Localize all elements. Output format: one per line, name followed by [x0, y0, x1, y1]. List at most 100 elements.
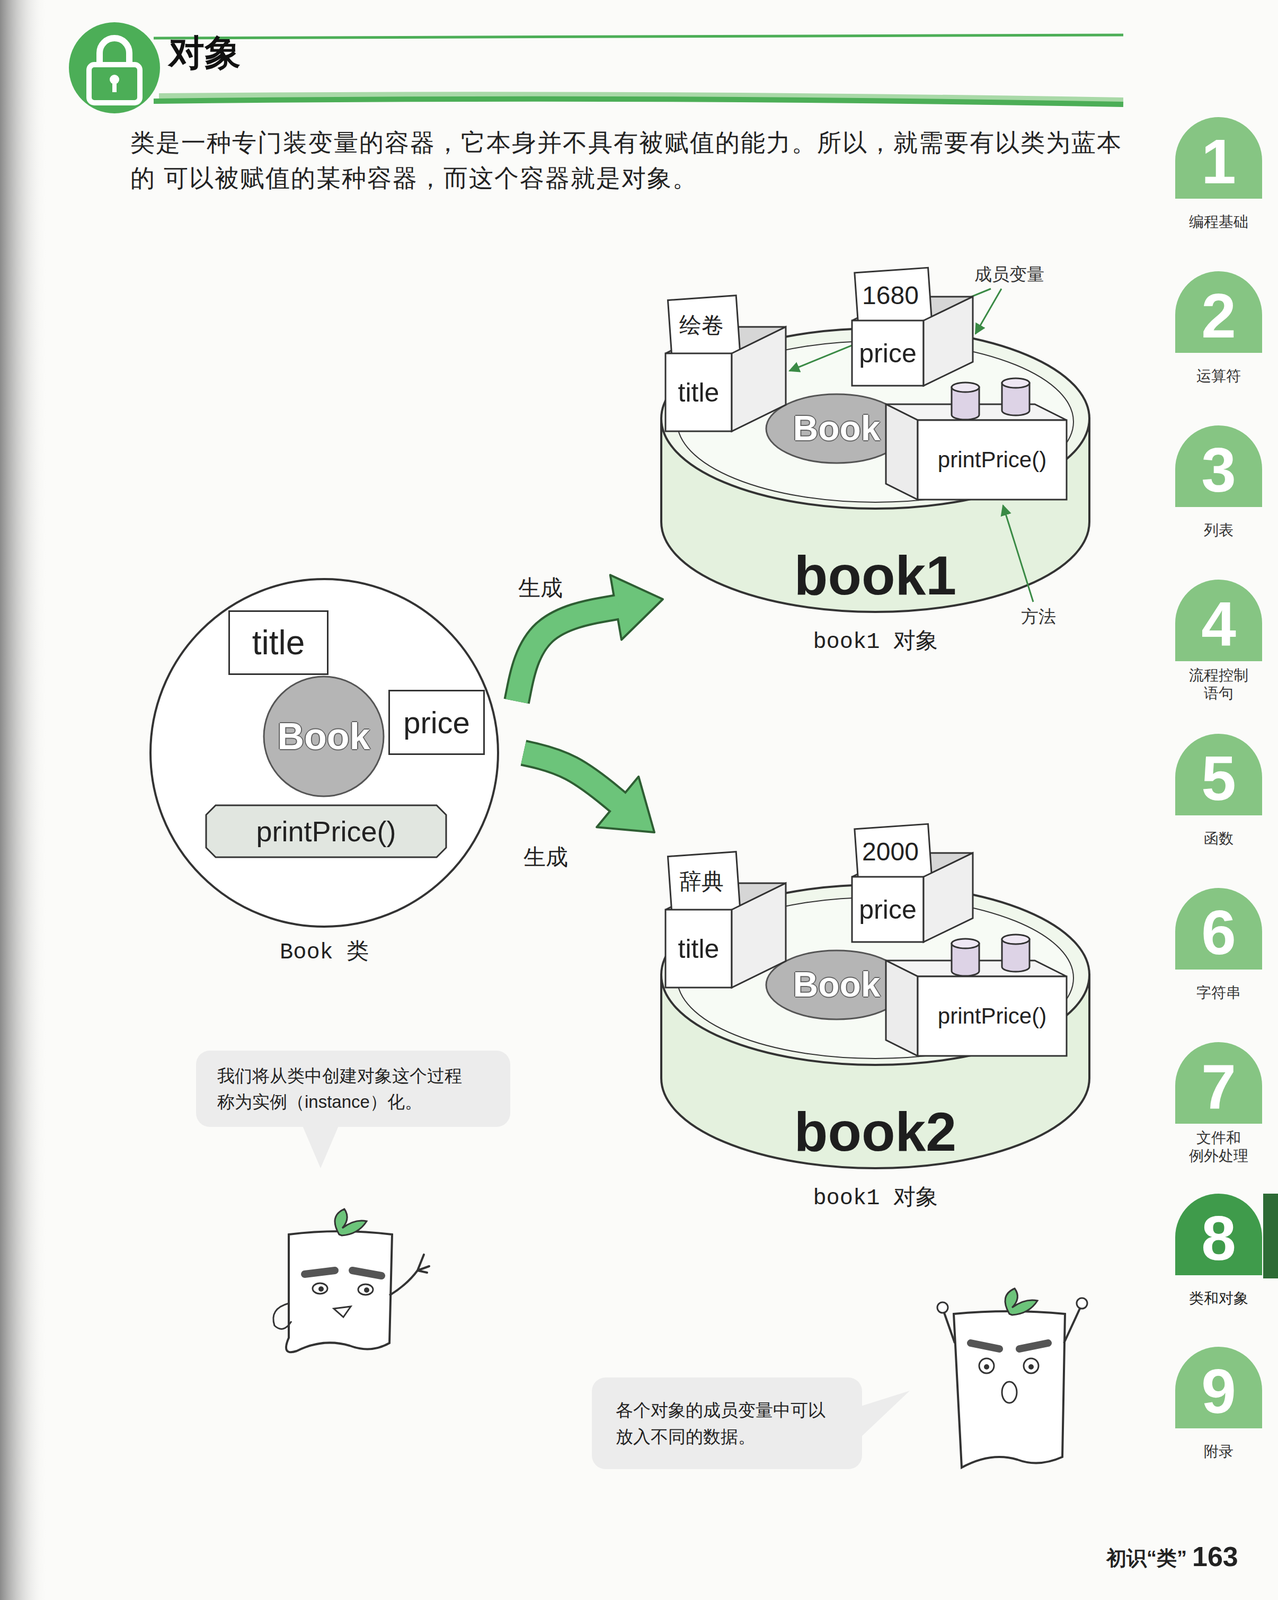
text-slot: 方法 — [1012, 604, 1065, 630]
box-side — [885, 404, 918, 500]
disc-top — [661, 884, 1090, 1065]
mascot-arm — [389, 1270, 418, 1296]
text-slot: 2 — [1175, 278, 1263, 353]
annotation: 成员变量 — [974, 263, 1045, 286]
text-slot: 字符串 — [1175, 972, 1263, 1014]
node-text: title — [678, 376, 720, 409]
member-variable-box: 2000price — [852, 826, 973, 943]
text-slot: price — [852, 320, 924, 386]
member-variable-box: 1680price — [852, 270, 973, 386]
text-slot: book1 对象 — [653, 625, 1098, 659]
node-text: 函数 — [1203, 829, 1234, 848]
text-slot: title — [665, 353, 732, 432]
speech-bubble-outline — [196, 1050, 511, 1127]
disc-top — [661, 328, 1090, 509]
node-text: Book — [277, 714, 371, 759]
mascot-pupil — [983, 1364, 990, 1370]
node-text: book1 — [794, 545, 957, 606]
text-slot: 类是一种专门装变量的容器，它本身并不具有被赋值的能力。所以，就需要有以类为蓝本的… — [130, 125, 1143, 205]
tab-shape — [1175, 1346, 1263, 1429]
box-front — [665, 353, 732, 432]
node-text: printPrice() — [937, 446, 1047, 474]
text-slot: Book 类 — [148, 935, 500, 971]
node-text: 字符串 — [1196, 983, 1241, 1002]
class-outline — [150, 579, 499, 927]
text-slot: 类和对象 — [1175, 1278, 1263, 1319]
chapter-tab: 7文件和 例外处理 — [1175, 1042, 1263, 1168]
box-front — [665, 909, 732, 988]
node-text: Book — [793, 963, 881, 1006]
node-text: Book 类 — [279, 939, 369, 966]
mascot-brow — [970, 1343, 1000, 1349]
node-text: 6 — [1201, 901, 1237, 964]
bubble-tail — [302, 1124, 340, 1169]
node-text: 附录 — [1203, 1442, 1234, 1461]
node-text: 我们将从类中创建对象这个过程 称为实例（instance）化。 — [217, 1062, 472, 1116]
mascot-arm — [1063, 1308, 1080, 1344]
mascot-pupil — [1028, 1364, 1034, 1370]
class-circle: Book 类titleBookpriceprintPrice() — [148, 577, 500, 973]
text-slot: 对象 — [168, 26, 307, 80]
object-disc: book1book1 对象Book绘卷title1680priceprintPr… — [653, 254, 1098, 661]
page-title: 对象 — [168, 31, 241, 75]
annotation: 163 — [1192, 1540, 1239, 1574]
chapter-tab: 6 字符串 — [1175, 888, 1263, 1014]
cylinder-top — [951, 938, 980, 949]
lock-body — [89, 64, 140, 103]
method-box: printPrice() — [885, 367, 1067, 500]
text-slot: book2 — [653, 1097, 1098, 1167]
text-slot: 流程控制 语句 — [1175, 664, 1263, 705]
node-text: 3 — [1201, 438, 1237, 502]
mascot-hand — [937, 1302, 948, 1313]
member-variable-box: 辞典title — [665, 854, 786, 988]
node-text: 9 — [1201, 1360, 1237, 1423]
mascot-pointing — [273, 1209, 430, 1353]
keyhole — [112, 79, 117, 93]
text-slot: 生成 — [503, 571, 578, 606]
tab-shape — [1175, 117, 1263, 199]
method-box: printPrice() — [206, 805, 447, 858]
header — [68, 22, 1124, 114]
text-slot: book1 对象 — [653, 1182, 1098, 1215]
node-text: 编程基础 — [1188, 213, 1249, 232]
mascot-surprised — [937, 1288, 1088, 1468]
method-box: printPrice() — [885, 923, 1067, 1056]
box-front — [852, 320, 924, 386]
node-text: 运算符 — [1196, 367, 1241, 386]
member-box: price — [388, 689, 485, 756]
node-text: price — [858, 893, 917, 926]
text-slot: 列表 — [1175, 510, 1263, 551]
speech-bubble: 我们将从类中创建对象这个过程 称为实例（instance）化。 — [196, 1050, 511, 1127]
mascot-eye — [312, 1283, 328, 1294]
text-slot: 9 — [1175, 1354, 1263, 1429]
speech-bubble-outline — [591, 1377, 863, 1470]
node-text: 8 — [1201, 1207, 1237, 1270]
next-tab-edge — [1263, 1193, 1278, 1279]
header-line — [153, 99, 1124, 105]
mascot-eye — [979, 1358, 994, 1374]
box-side — [731, 326, 786, 432]
node-text: Book — [793, 407, 881, 450]
bubble-tail — [859, 1390, 910, 1439]
class-name-shape — [263, 676, 384, 797]
annotation: 方法 — [1021, 606, 1056, 628]
mascot-eye — [358, 1284, 374, 1295]
leader-line — [975, 288, 1002, 334]
node-text: 列表 — [1203, 521, 1234, 540]
generate-arrow — [523, 752, 655, 833]
cylinder-top — [1001, 378, 1030, 388]
speech-bubble: 各个对象的成员变量中可以 放入不同的数据。 — [591, 1377, 863, 1470]
tab-shape — [1175, 733, 1263, 816]
arrow-body — [523, 752, 620, 804]
text-slot: 运算符 — [1175, 356, 1263, 397]
node-text: 7 — [1201, 1055, 1237, 1118]
mascot-brow — [304, 1270, 335, 1275]
text-slot: printPrice() — [206, 805, 447, 858]
text-slot: 函数 — [1175, 818, 1263, 859]
node-text: book1 对象 — [812, 1185, 938, 1212]
text-slot: Book — [262, 675, 385, 798]
box-side — [923, 853, 973, 943]
node-text: 4 — [1201, 592, 1237, 656]
text-slot: 成员变量 — [966, 261, 1052, 288]
mascot-brow — [352, 1270, 382, 1276]
